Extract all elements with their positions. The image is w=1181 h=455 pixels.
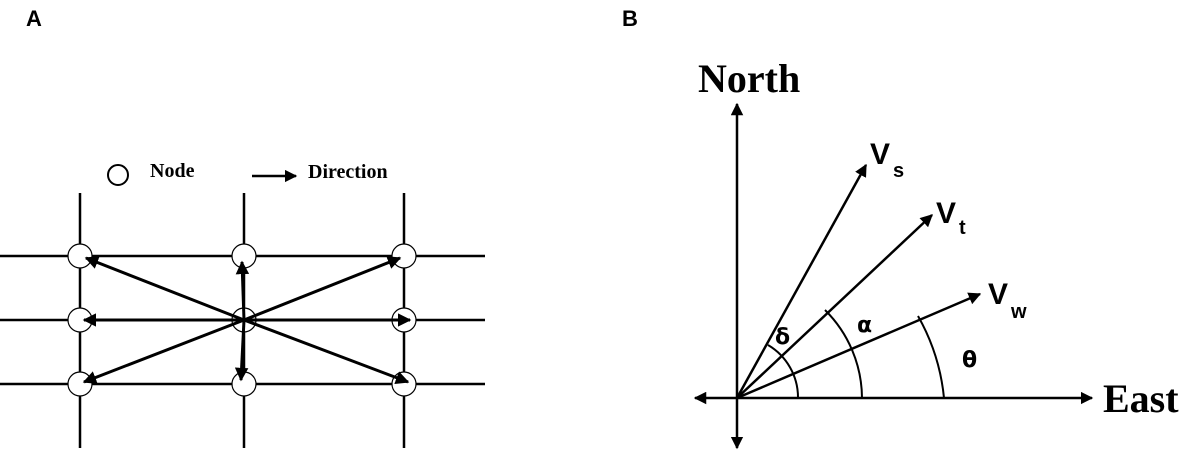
vector-vt-label: V t (936, 197, 966, 239)
angle-label-delta: δ (775, 325, 790, 350)
angle-arc-alpha (824, 309, 863, 399)
legend: Node Direction (107, 160, 388, 186)
arrow-to-bottom-left (82, 318, 245, 384)
arrow-to-bottom-right (243, 318, 410, 385)
vector-vw-arrow (736, 292, 982, 400)
vector-vw-label: V w (988, 278, 1027, 323)
node-bottom-right (391, 371, 417, 397)
east-label: East (1103, 376, 1179, 421)
node-top-right (391, 243, 417, 269)
angle-label-alpha: α (857, 313, 872, 338)
north-label: North (698, 56, 800, 101)
legend-node-label: Node (150, 160, 195, 182)
angle-label-theta: θ (962, 348, 977, 373)
direction-arrows (82, 256, 412, 385)
panel-b-letter: B (622, 6, 638, 31)
arrow-to-top-left (84, 256, 245, 322)
angle-arc-delta (767, 344, 800, 399)
arrow-to-top-right (243, 256, 402, 322)
vector-vs-subscript: s (893, 160, 904, 182)
vector-vs-main: V (870, 138, 890, 171)
vector-vt-main: V (936, 197, 956, 230)
node-top-center (231, 243, 257, 269)
vector-vw-subscript: w (1010, 301, 1027, 323)
legend-direction-label: Direction (308, 161, 388, 183)
node-bottom-left (67, 371, 93, 397)
vector-vt-subscript: t (959, 217, 966, 239)
angle-arc-theta (917, 315, 945, 399)
arrow-to-top-center (235, 260, 250, 321)
node-bottom-center (231, 371, 257, 397)
legend-node-icon (107, 164, 129, 186)
vector-vt-arrow (736, 214, 933, 399)
vector-vw-main: V (988, 278, 1008, 311)
node-top-left (67, 243, 93, 269)
panel-a: A Node Direction (0, 6, 485, 448)
arrow-to-bottom-center (234, 319, 249, 382)
vector-vs-label: V s (870, 138, 904, 182)
vector-vs-arrow (735, 163, 868, 399)
panel-b: B North East V s V t V w δ α θ (622, 6, 1179, 450)
panel-a-letter: A (26, 6, 42, 31)
